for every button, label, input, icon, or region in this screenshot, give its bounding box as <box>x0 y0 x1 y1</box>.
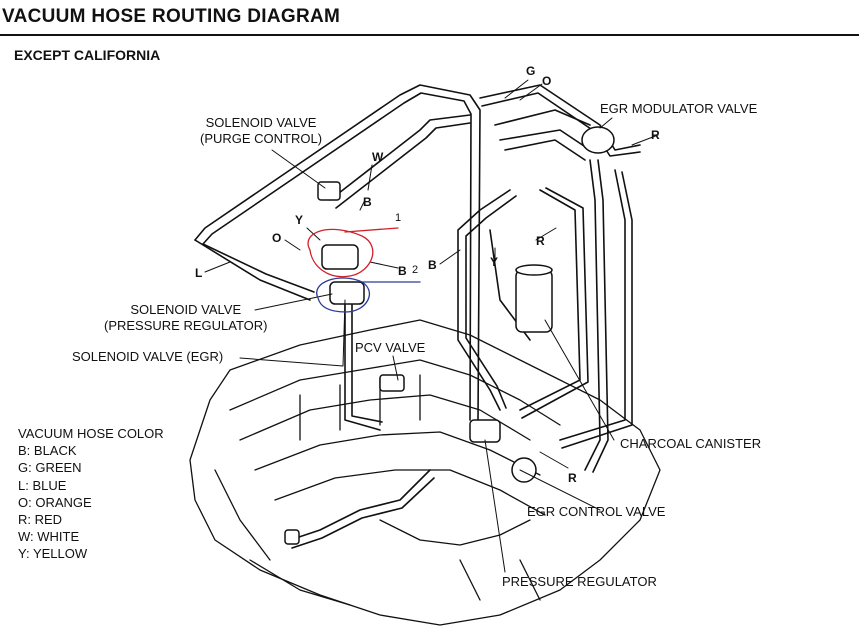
label-solenoid-purge: SOLENOID VALVE (PURGE CONTROL) <box>200 115 323 146</box>
hose-code-r-top: R <box>651 128 660 142</box>
hose-code-b-center: B <box>428 258 437 272</box>
hose-code-y-left: Y <box>295 213 304 227</box>
legend-title: VACUUM HOSE COLOR <box>18 426 164 441</box>
label-solenoid-egr: SOLENOID VALVE (EGR) <box>72 349 224 364</box>
hose-code-b-mid: B <box>398 264 407 278</box>
legend-item: B: BLACK <box>18 443 77 459</box>
legend-item: W: WHITE <box>18 529 80 545</box>
leader-lines <box>204 79 659 573</box>
legend-item: R: RED <box>18 512 63 528</box>
legend-item: G: GREEN <box>18 460 82 476</box>
components <box>284 126 615 545</box>
page-title: VACUUM HOSE ROUTING DIAGRAM <box>2 6 341 27</box>
hose-code-g: G <box>526 64 536 78</box>
hose-color-legend: VACUUM HOSE COLOR B: BLACK G: GREEN L: B… <box>18 425 164 563</box>
vacuum-hoses <box>194 84 641 549</box>
label-egr-modulator-valve: EGR MODULATOR VALVE <box>600 101 758 116</box>
page-subtitle: EXCEPT CALIFORNIA <box>14 47 161 63</box>
label-pressure-regulator: PRESSURE REGULATOR <box>502 574 657 589</box>
legend-item: O: ORANGE <box>18 494 92 510</box>
hose-code-r-center: R <box>536 234 545 248</box>
label-egr-control-valve: EGR CONTROL VALVE <box>527 504 666 519</box>
annotation-two: 2 <box>412 264 419 276</box>
legend-item: L: BLUE <box>18 477 67 493</box>
hose-code-o-left: O <box>272 231 282 245</box>
title-divider <box>0 34 859 36</box>
engine-outline <box>189 319 661 626</box>
annotation-one: 1 <box>395 212 402 224</box>
hose-code-y-center: Y <box>490 255 499 269</box>
hose-code-b-purge: B <box>363 195 372 209</box>
hose-code-o-top: O <box>542 74 552 88</box>
label-solenoid-pressure: SOLENOID VALVE (PRESSURE REGULATOR) <box>104 302 268 333</box>
hose-code-w: W <box>372 150 384 164</box>
hose-code-l-left: L <box>195 266 203 280</box>
legend-item: Y: YELLOW <box>18 546 88 562</box>
label-pcv-valve: PCV VALVE <box>355 340 426 355</box>
hose-code-r-bottom: R <box>568 471 577 485</box>
annotation-marks <box>307 227 421 313</box>
label-charcoal-canister: CHARCOAL CANISTER <box>620 436 762 451</box>
